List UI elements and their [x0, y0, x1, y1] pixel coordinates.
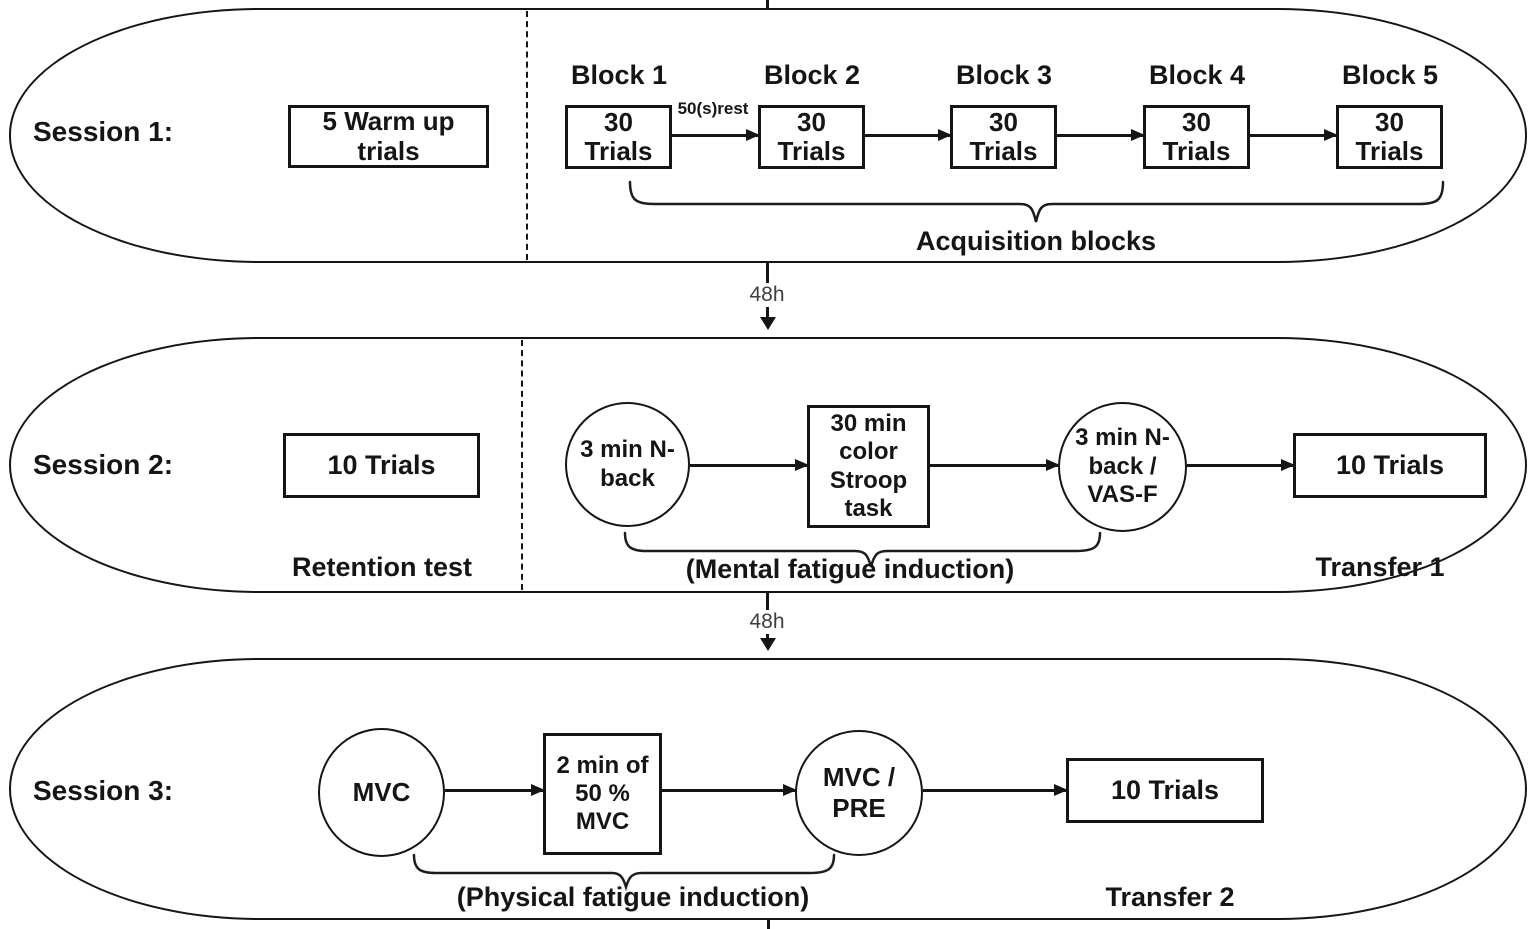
session-1-divider	[526, 11, 528, 260]
fatigue-protocol-box: 2 min of 50 % MVC	[543, 733, 662, 855]
mental-fatigue-brace	[623, 531, 1102, 568]
warmup-trials-box: 5 Warm up trials	[288, 105, 489, 168]
transfer-2-label: Transfer 2	[1105, 882, 1235, 912]
session-3-label: Session 3:	[33, 775, 174, 806]
session-2-label: Session 2:	[33, 449, 174, 480]
transfer-1-label: Transfer 1	[1315, 552, 1445, 582]
transfer2-trials-text: 10 Trials	[1110, 775, 1220, 806]
transfer2-trials-box: 10 Trials	[1066, 758, 1264, 823]
arrow-mvc-fatigue	[445, 784, 545, 796]
top-center-tick	[766, 0, 769, 9]
block-1-box: 30 Trials	[565, 105, 672, 169]
arrow-mvcpre-trials	[923, 784, 1068, 796]
stroop-task-box: 30 min color Stroop task	[807, 405, 930, 528]
retention-test-label: Retention test	[291, 552, 472, 582]
transfer1-trials-text: 10 Trials	[1335, 450, 1445, 481]
arrow-stroop-nbackvasf	[930, 459, 1060, 471]
interval-1-label: 48h	[737, 283, 797, 307]
block-3-title: Block 3	[955, 60, 1053, 90]
physical-fatigue-label: (Physical fatigue induction)	[456, 882, 810, 912]
mvc-pre-circle: MVC / PRE	[795, 730, 923, 856]
block-2-box-text: 30 Trials	[777, 107, 846, 166]
block-5-box: 30 Trials	[1336, 105, 1443, 169]
mvc-circle-text: MVC	[352, 776, 411, 807]
physical-fatigue-brace	[412, 853, 836, 892]
mvc-pre-text: MVC / PRE	[822, 761, 896, 823]
arrow-block1-block2	[672, 129, 760, 141]
mvc-circle: MVC	[318, 728, 445, 857]
block-4-title: Block 4	[1148, 60, 1246, 90]
acquisition-blocks-label: Acquisition blocks	[915, 226, 1157, 256]
arrow-block3-block4	[1057, 129, 1145, 141]
block-5-box-text: 30 Trials	[1355, 107, 1424, 166]
bottom-center-tick	[767, 920, 770, 929]
block-2-title: Block 2	[763, 60, 861, 90]
block-2-box: 30 Trials	[758, 105, 865, 169]
retention-trials-box: 10 Trials	[283, 433, 480, 498]
warmup-trials-text: 5 Warm up trials	[322, 106, 455, 166]
arrow-nbackvasf-trials	[1187, 459, 1295, 471]
nback-circle-text: 3 min N-back	[580, 435, 675, 492]
block-3-box-text: 30 Trials	[969, 107, 1038, 166]
session-1-label: Session 1:	[33, 116, 174, 147]
arrow-block4-block5	[1250, 129, 1338, 141]
nback-circle: 3 min N-back	[565, 402, 690, 527]
block-1-box-text: 30 Trials	[584, 107, 653, 166]
transfer1-trials-box: 10 Trials	[1293, 433, 1487, 498]
nback-vasf-circle: 3 min N-back / VAS-F	[1058, 402, 1187, 532]
block-3-box: 30 Trials	[950, 105, 1057, 169]
nback-vasf-text: 3 min N-back / VAS-F	[1075, 423, 1170, 509]
interval-2-label: 48h	[737, 610, 797, 634]
block-4-box-text: 30 Trials	[1162, 107, 1231, 166]
rest-interval-label: 50(s)rest	[677, 99, 749, 118]
block-5-title: Block 5	[1341, 60, 1439, 90]
arrow-fatigue-mvcpre	[662, 784, 797, 796]
session-2-divider	[521, 340, 523, 590]
arrow-block2-block3	[865, 129, 952, 141]
acquisition-brace	[628, 180, 1445, 223]
stroop-task-text: 30 min color Stroop task	[829, 410, 908, 522]
block-4-box: 30 Trials	[1143, 105, 1250, 169]
arrow-nback-stroop	[690, 459, 809, 471]
mental-fatigue-label: (Mental fatigue induction)	[685, 554, 1015, 584]
fatigue-protocol-text: 2 min of 50 % MVC	[556, 751, 649, 836]
block-1-title: Block 1	[570, 60, 668, 90]
retention-trials-text: 10 Trials	[327, 450, 436, 481]
